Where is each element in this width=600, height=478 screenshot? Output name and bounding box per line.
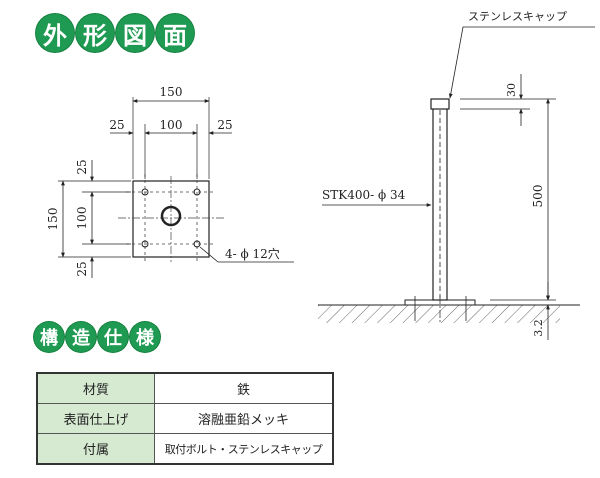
spec-name-cell: 付属	[36, 433, 155, 465]
dim-cap: 30	[505, 83, 518, 97]
bolt-hole	[141, 188, 149, 196]
section-title-char: 形	[76, 14, 114, 52]
stainless-cap	[430, 98, 450, 110]
section-title-spec: 構 造 仕 様	[34, 322, 160, 352]
section-title-char: 造	[66, 322, 96, 352]
spec-table: 材質 鉄 表面仕上げ 溶融亜鉛メッキ 付属 取付ボルト・ステンレスキャップ	[36, 372, 334, 465]
spec-value-cell: 溶融亜鉛メッキ	[154, 403, 334, 434]
section-title-char: 仕	[98, 322, 128, 352]
cap-label: ステンレスキャップ	[468, 10, 567, 23]
dim-plan-top-right: 25	[217, 118, 232, 132]
spec-value-cell: 取付ボルト・ステンレスキャップ	[154, 433, 334, 465]
section-title-outline: 外 形 図 面	[36, 14, 194, 52]
elevation-view	[318, 26, 595, 340]
table-row: 材質 鉄	[36, 372, 334, 404]
pipe-label: STK400- ϕ 34	[322, 188, 406, 202]
bolt-hole	[193, 188, 201, 196]
bolt-hole	[141, 240, 149, 248]
section-title-char: 様	[130, 322, 160, 352]
spec-name-cell: 表面仕上げ	[36, 403, 155, 434]
pipe-section	[160, 205, 182, 227]
hole-spec-label: 4- ϕ 12穴	[225, 246, 280, 261]
dim-height: 500	[531, 185, 545, 208]
section-title-char: 構	[34, 322, 64, 352]
dim-plan-top-mid: 100	[160, 118, 183, 132]
section-title-char: 面	[156, 14, 194, 52]
ground-hatch	[318, 305, 560, 323]
spec-value-cell: 鉄	[154, 372, 334, 404]
table-row: 表面仕上げ 溶融亜鉛メッキ	[36, 403, 334, 434]
spec-name-cell: 材質	[36, 372, 155, 404]
dim-plan-left-mid: 100	[75, 207, 89, 230]
dim-plan-total-top: 150	[160, 85, 183, 99]
section-title-char: 図	[116, 14, 154, 52]
dim-plan-left-top: 25	[75, 159, 89, 174]
plan-view	[58, 97, 294, 278]
dim-plate: 3.2	[532, 319, 545, 337]
section-title-char: 外	[36, 14, 74, 52]
dim-plan-total-left: 150	[46, 208, 60, 231]
dim-plan-left-bottom: 25	[75, 261, 89, 276]
hole-leader	[199, 246, 294, 263]
dim-plan-top-left: 25	[109, 118, 124, 132]
table-row: 付属 取付ボルト・ステンレスキャップ	[36, 433, 334, 465]
bolt-hole	[193, 240, 201, 248]
cap-leader	[448, 26, 595, 99]
